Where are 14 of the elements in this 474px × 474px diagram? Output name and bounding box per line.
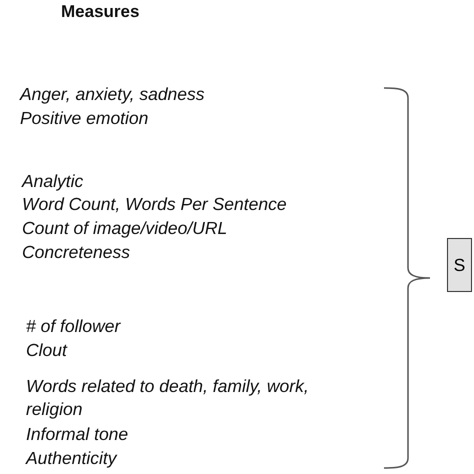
measure-text: Concreteness	[22, 241, 130, 264]
measure-text: Positive emotion	[20, 107, 148, 130]
measure-text: Informal tone	[26, 423, 128, 446]
measure-text: Analytic	[22, 170, 84, 193]
measure-text: Word Count, Words Per Sentence	[22, 193, 287, 216]
measure-text: # of follower	[26, 315, 120, 338]
measure-text: Authenticity	[26, 447, 116, 470]
measure-text: Words related to death, family, work, religion	[26, 375, 310, 421]
measure-text: Clout	[26, 339, 67, 362]
column-heading: Measures	[61, 2, 140, 22]
measure-text: Anger, anxiety, sadness	[20, 83, 205, 106]
measure-text: Count of image/video/URL	[22, 217, 228, 240]
box-label: S	[454, 254, 466, 276]
construct-box	[447, 238, 472, 292]
